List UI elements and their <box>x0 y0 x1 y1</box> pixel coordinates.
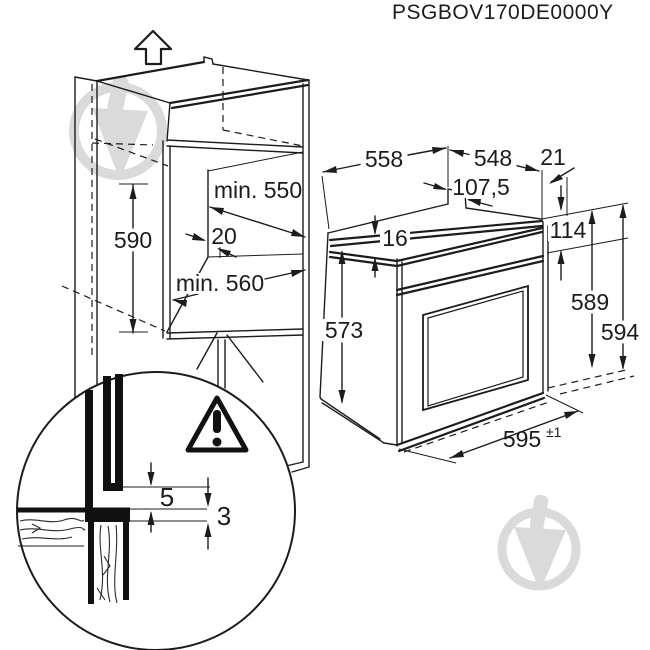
door-section-bar <box>103 376 111 484</box>
dim-top-trim: 16 <box>371 215 410 278</box>
arrow-up-icon <box>133 29 173 66</box>
dim-label-niche-depth: min. 550 <box>214 177 302 203</box>
dim-label-top-trim: 16 <box>382 225 408 251</box>
dim-rear-detail-offset: 107,5 <box>423 174 510 207</box>
door-section-bar <box>115 374 123 484</box>
dim-niche-width: min. 560 <box>172 269 306 307</box>
dim-rear-gap: 20 <box>185 223 240 258</box>
warning-icon <box>185 395 249 453</box>
wood-grain <box>19 517 118 604</box>
dim-body-height: 573 <box>321 250 367 404</box>
dim-label-front-height: 589 <box>571 289 609 315</box>
dim-niche-depth: min. 550 <box>209 177 306 238</box>
dim-label-top-depth: 548 <box>474 145 512 171</box>
trowel-watermark-icon-top-left <box>69 75 167 180</box>
dim-label-rear-detail-offset: 107,5 <box>452 174 510 200</box>
dim-label-front-width-tolerance: ±1 <box>546 424 562 440</box>
dim-top-width: 558 <box>321 146 449 230</box>
dim-top-depth: 548 <box>449 145 543 221</box>
dim-label-front-overhang: 21 <box>540 144 566 170</box>
trowel-watermark-icon-bottom-right <box>497 494 581 591</box>
dim-overall-height: 594 <box>597 204 643 370</box>
dim-niche-height: 590 <box>110 183 156 334</box>
oven-drawing: 558 548 21 107,5 <box>319 144 643 464</box>
dim-front-height: 589 <box>567 210 613 368</box>
dim-detail-lower-gap: 3 <box>204 477 231 550</box>
dim-front-overhang: 21 <box>540 144 575 216</box>
dim-label-overall-height: 594 <box>601 319 640 345</box>
dim-label-detail-upper-gap: 5 <box>160 482 174 512</box>
dim-label-front-width: 595 <box>503 426 541 452</box>
detail-circle: 5 3 <box>16 371 296 650</box>
dim-front-width: 595 ±1 <box>398 394 584 464</box>
dim-label-niche-height: 590 <box>114 227 152 253</box>
dim-label-top-width: 558 <box>365 146 403 172</box>
dim-label-rear-gap: 20 <box>211 223 237 249</box>
frame-section-bar <box>85 390 93 509</box>
cabinet-drawing: 590 min. 550 20 min. 560 <box>61 29 310 506</box>
page-title: PSGBOV170DE0000Y <box>392 1 614 24</box>
dim-label-niche-width: min. 560 <box>176 270 264 296</box>
dim-label-control-panel-height: 114 <box>550 217 587 243</box>
dim-label-detail-lower-gap: 3 <box>217 501 231 531</box>
dim-label-body-height: 573 <box>325 317 363 343</box>
dim-control-panel-height: 114 <box>541 185 629 281</box>
dim-detail-upper-gap: 5 <box>147 462 174 533</box>
